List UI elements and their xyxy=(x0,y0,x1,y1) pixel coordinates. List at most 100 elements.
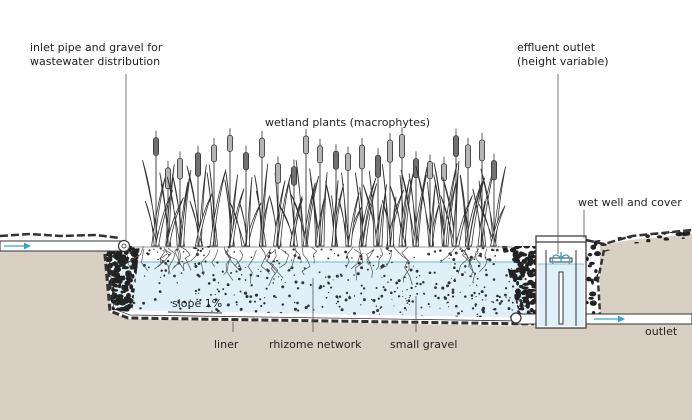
gravel-dot xyxy=(221,270,224,273)
coarse-stone xyxy=(635,230,640,235)
cattail-plant xyxy=(440,128,473,247)
gravel-dot xyxy=(313,309,315,311)
gravel-dot xyxy=(472,282,474,284)
gravel-dot xyxy=(216,261,219,264)
gravel-dot xyxy=(256,275,258,277)
gravel-dot xyxy=(250,256,253,259)
gravel-dot xyxy=(162,250,164,252)
root xyxy=(350,247,361,270)
cattail-plant xyxy=(278,159,303,247)
gravel-dot xyxy=(447,281,451,285)
gravel-dot xyxy=(158,282,161,285)
cattail-plant xyxy=(338,146,363,247)
cattail-head xyxy=(226,134,233,152)
coarse-stone xyxy=(615,230,620,233)
gravel-dot xyxy=(273,278,275,280)
gravel-dot xyxy=(226,283,230,287)
gravel-dot xyxy=(210,293,212,296)
gravel-dot xyxy=(439,249,442,252)
cattail-head xyxy=(194,152,201,177)
gravel-dot xyxy=(320,248,323,251)
gravel-dot xyxy=(183,300,186,304)
gravel-dot xyxy=(233,251,236,253)
gravel-dot xyxy=(279,311,283,315)
gravel-dot xyxy=(294,280,298,284)
effluent-label: effluent outlet (height variable) xyxy=(517,41,609,69)
top-liner-left xyxy=(0,232,121,240)
gravel-dot xyxy=(415,276,418,279)
gravel-dot xyxy=(474,303,478,306)
gravel-dot xyxy=(198,292,200,294)
coarse-stone xyxy=(521,296,528,300)
gravel-dot xyxy=(408,303,410,306)
coarse-stone xyxy=(127,297,133,301)
root xyxy=(223,246,234,281)
gravel-dot xyxy=(268,251,272,254)
gravel-dot xyxy=(357,261,361,265)
gravel-dot xyxy=(485,299,487,301)
cattail-head xyxy=(464,144,471,169)
gravel-dot xyxy=(397,295,401,298)
gravel-dot xyxy=(330,286,333,289)
gravel-dot xyxy=(142,301,146,305)
gravel-dot xyxy=(373,301,375,303)
cattail-head xyxy=(358,144,365,170)
gravel-dot xyxy=(222,288,225,291)
gravel-dot xyxy=(454,278,456,280)
right-bank-liner xyxy=(587,249,606,320)
gravel-dot xyxy=(454,304,458,308)
root xyxy=(375,247,384,271)
gravel-dot xyxy=(249,295,253,298)
coarse-stone xyxy=(589,278,594,282)
coarse-stone xyxy=(523,246,531,249)
coarse-stone xyxy=(596,230,602,236)
gravel-dot xyxy=(226,303,230,307)
gravel-dot xyxy=(408,297,410,299)
gravel-dot xyxy=(356,272,360,276)
gravel-dot xyxy=(166,259,170,263)
gravel-dot xyxy=(416,282,419,285)
gravel-dot xyxy=(478,292,481,295)
gravel-dot xyxy=(405,300,408,302)
leaf xyxy=(320,172,328,247)
gravel-dot xyxy=(239,290,242,293)
root xyxy=(224,249,242,269)
cattail-head xyxy=(316,145,323,164)
gravel-dot xyxy=(318,271,321,274)
gravel-dot xyxy=(176,282,178,284)
coarse-stone xyxy=(589,232,597,239)
gravel-dot xyxy=(325,296,328,299)
gravel-dot xyxy=(244,279,247,281)
leaf xyxy=(229,188,245,247)
cattail-head xyxy=(290,166,297,186)
gravel-dot xyxy=(447,293,450,297)
leader-lines xyxy=(125,74,585,332)
cattail-head xyxy=(386,139,393,163)
gravel-dot xyxy=(281,285,285,289)
rhizome-network xyxy=(127,245,512,287)
leaf xyxy=(389,196,397,247)
gravel-dot xyxy=(248,300,252,304)
gravel-dot xyxy=(290,259,293,261)
gravel-dot xyxy=(495,312,498,315)
coarse-stone xyxy=(127,278,133,283)
gravel-dot xyxy=(218,290,220,293)
gravel-dot xyxy=(419,282,422,286)
gravel-dot xyxy=(402,313,404,315)
coarse-stone xyxy=(131,273,135,279)
gravel-dot xyxy=(382,286,385,289)
coarse-stone xyxy=(112,253,118,259)
leaf xyxy=(229,202,246,247)
cattail-head xyxy=(210,144,217,163)
gravel-dot xyxy=(164,269,168,272)
leaf xyxy=(245,177,253,247)
gravel-dot xyxy=(529,285,531,287)
gravel-dot xyxy=(345,291,349,295)
gravel-dot xyxy=(524,277,527,281)
gravel-dot xyxy=(492,262,495,266)
coarse-stone xyxy=(531,268,535,273)
coarse-stone xyxy=(521,258,528,264)
gravel-dot xyxy=(344,250,348,254)
gravel-dot xyxy=(511,285,515,288)
